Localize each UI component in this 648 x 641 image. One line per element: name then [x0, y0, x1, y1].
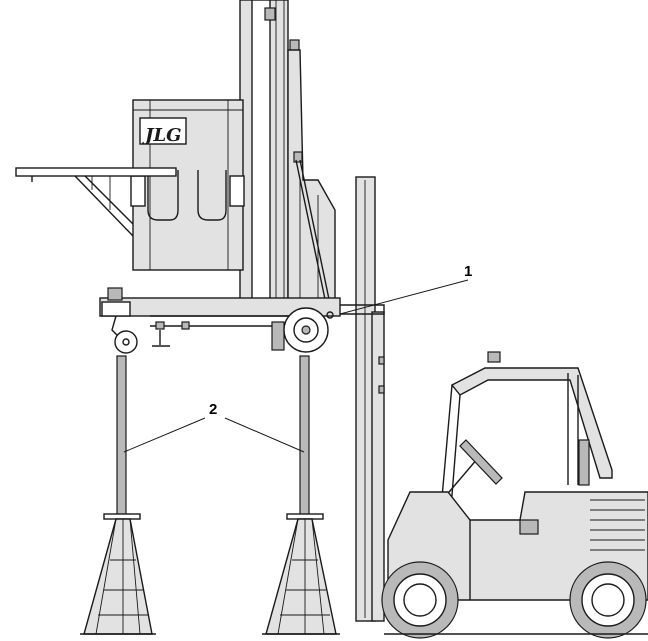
jack-stand-right [262, 355, 340, 635]
forklift-front-wheel [381, 561, 459, 639]
forklift [258, 176, 648, 639]
platform-logo: JLG [142, 125, 182, 146]
platform-rear-wheel [283, 307, 329, 353]
callout-1-label: 1 [464, 263, 472, 280]
forklift-rear-wheel [569, 561, 647, 639]
caster-wheel [111, 315, 138, 354]
callout-2: 2 [123, 401, 305, 453]
callout-2-label: 2 [209, 401, 217, 418]
jack-stand-left [80, 355, 156, 635]
aerial-work-platform: JLG [15, 0, 341, 354]
callout-1: 1 [339, 263, 472, 315]
